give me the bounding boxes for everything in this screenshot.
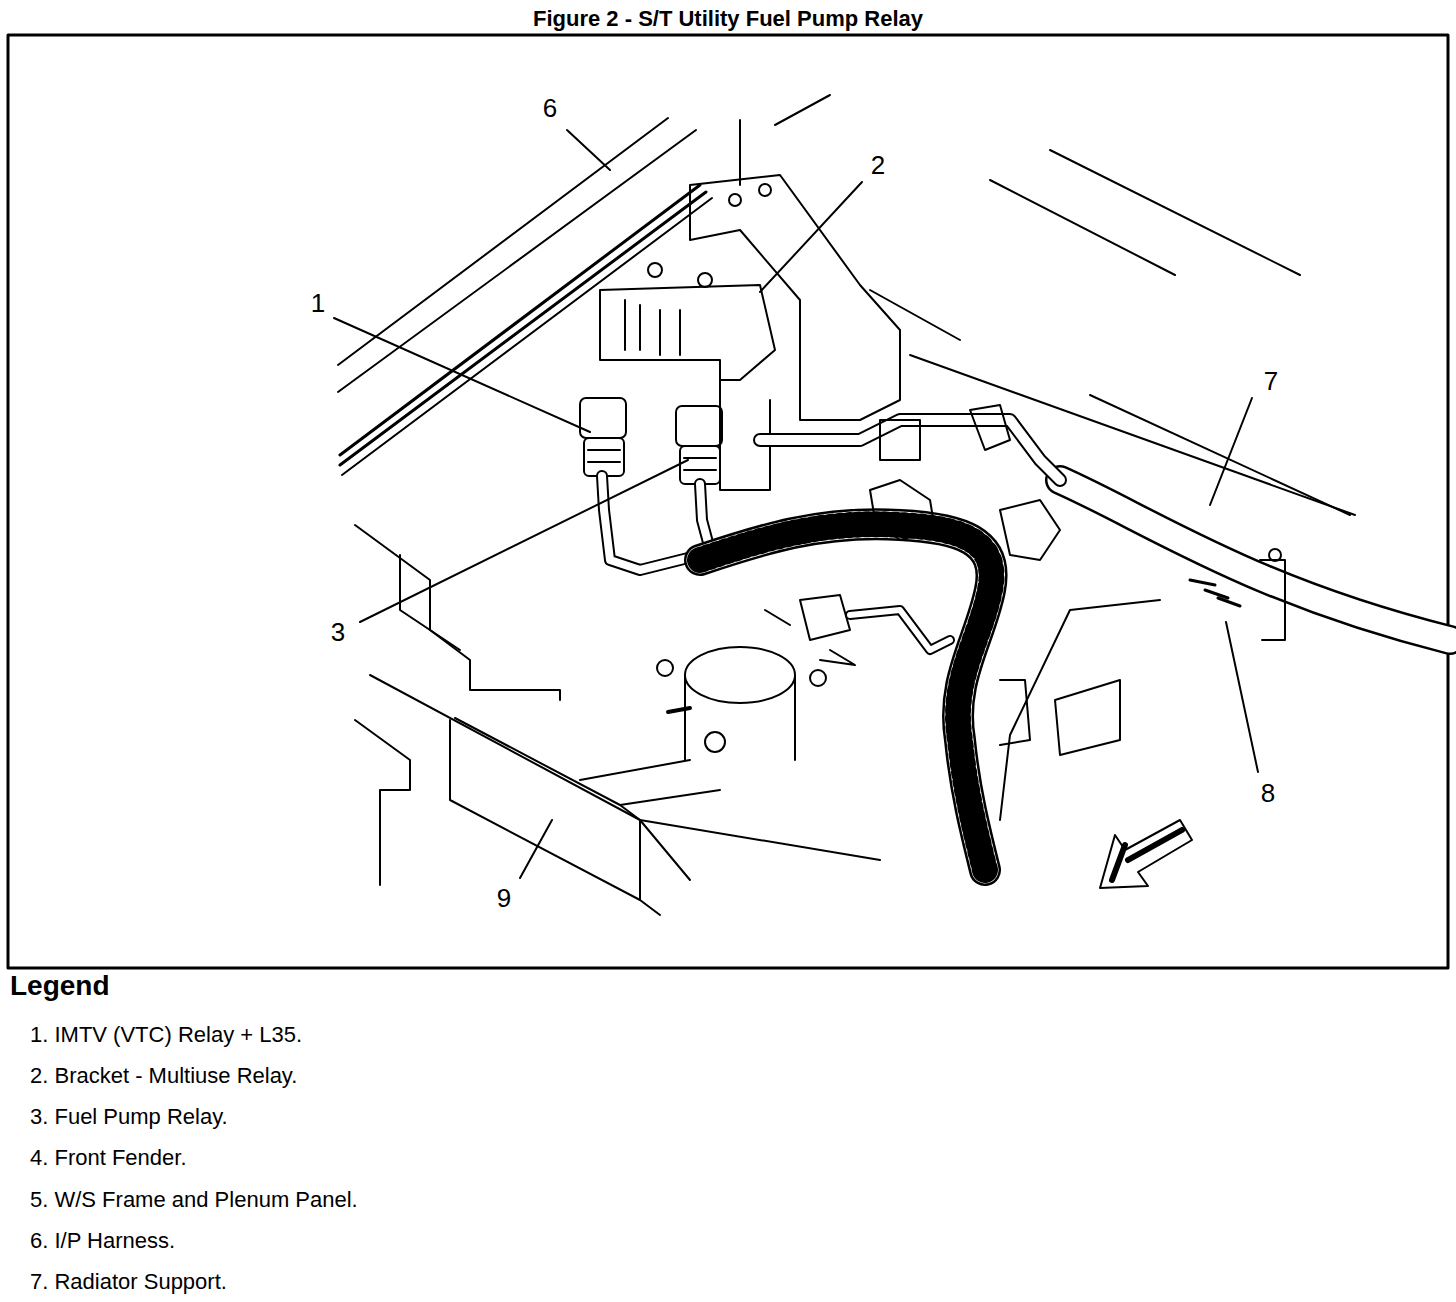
harness-branch [760, 420, 1060, 480]
legend-entry: 6. I/P Harness. [30, 1228, 175, 1254]
arrow-outline [1100, 820, 1192, 888]
support-edge [455, 718, 640, 900]
callout-number: 6 [543, 95, 557, 121]
body-line [910, 355, 1355, 515]
harness-tube [700, 524, 992, 870]
harness-clip [1190, 580, 1240, 606]
callout-number: 9 [497, 885, 511, 911]
harness-branch [760, 420, 1060, 480]
panel-line [775, 95, 830, 125]
harness-tube [1060, 480, 1450, 640]
harness-line [340, 185, 700, 455]
leader-line [1226, 622, 1258, 772]
harness-line [342, 198, 712, 475]
bolt [1269, 549, 1281, 561]
harness-line [338, 118, 668, 365]
leader-line [1210, 398, 1252, 505]
connector [880, 405, 1010, 460]
leader-line [760, 182, 862, 292]
harness-convolute [700, 524, 992, 870]
harness-branch [850, 610, 950, 650]
support-edge [355, 720, 410, 885]
fitting [657, 660, 673, 676]
wheelhouse-line [1000, 600, 1160, 820]
body-line [990, 180, 1175, 275]
harness-line [338, 130, 696, 392]
harness-tube [700, 524, 992, 870]
legend-entry: 7. Radiator Support. [30, 1269, 227, 1295]
frame [8, 35, 1448, 968]
leader-line [334, 318, 590, 432]
callout-number: 7 [1264, 368, 1278, 394]
harness-tube [1060, 480, 1450, 640]
figure-title: Figure 2 - S/T Utility Fuel Pump Relay [0, 6, 1456, 32]
harness-bracket [1260, 560, 1285, 640]
relay-connector [584, 438, 624, 476]
body-line [870, 290, 960, 340]
canister [657, 647, 826, 760]
legend-entry: 5. W/S Frame and Plenum Panel. [30, 1187, 358, 1213]
harness-bracket [1000, 680, 1030, 745]
relay-body [676, 406, 722, 446]
support-edge [580, 760, 720, 805]
harness-line [340, 192, 706, 465]
body-panel [1055, 680, 1120, 755]
connector-arrow [765, 610, 855, 665]
callout-number: 3 [331, 619, 345, 645]
leader-line [567, 130, 610, 170]
canister-top [685, 647, 795, 703]
fitting [668, 708, 690, 712]
harness-branch [850, 610, 950, 650]
connector [800, 595, 850, 640]
body-line [1090, 395, 1350, 515]
bolt [648, 263, 662, 277]
support-edge [640, 820, 690, 880]
body-line [1050, 150, 1300, 275]
bracket-plate [600, 285, 775, 380]
bolt [698, 273, 712, 287]
bracket-slot [625, 300, 680, 355]
bolt [759, 184, 771, 196]
radiator-support [355, 525, 880, 915]
connector [1000, 500, 1060, 560]
support-edge [400, 555, 460, 650]
engine-harness [700, 405, 1450, 870]
legend-entry: 2. Bracket - Multiuse Relay. [30, 1063, 297, 1089]
callout-number: 1 [311, 290, 325, 316]
support-edge [450, 720, 660, 915]
callout-number: 2 [871, 152, 885, 178]
legend-entry: 1. IMTV (VTC) Relay + L35. [30, 1022, 302, 1048]
leader-line [520, 820, 552, 878]
canister-side [685, 675, 795, 760]
fitting [705, 732, 725, 752]
legend-entry: 4. Front Fender. [30, 1145, 187, 1171]
fender-lines [870, 150, 1355, 755]
arrow-shade [1112, 830, 1182, 880]
panel-line [739, 120, 741, 185]
relay-rib [588, 450, 620, 462]
leader-lines [334, 130, 1258, 878]
fitting [810, 670, 826, 686]
legend-heading: Legend [10, 972, 110, 1000]
bracket-plate [690, 175, 900, 420]
relay-body [580, 398, 626, 438]
connector [870, 480, 935, 540]
ip-harness [338, 95, 830, 475]
legend-entry: 3. Fuel Pump Relay. [30, 1104, 228, 1130]
bolt [729, 194, 741, 206]
support-edge [355, 525, 560, 700]
support-edge [370, 675, 880, 860]
callout-number: 8 [1261, 780, 1275, 806]
leader-line [360, 460, 688, 622]
front-arrow [1100, 820, 1192, 888]
